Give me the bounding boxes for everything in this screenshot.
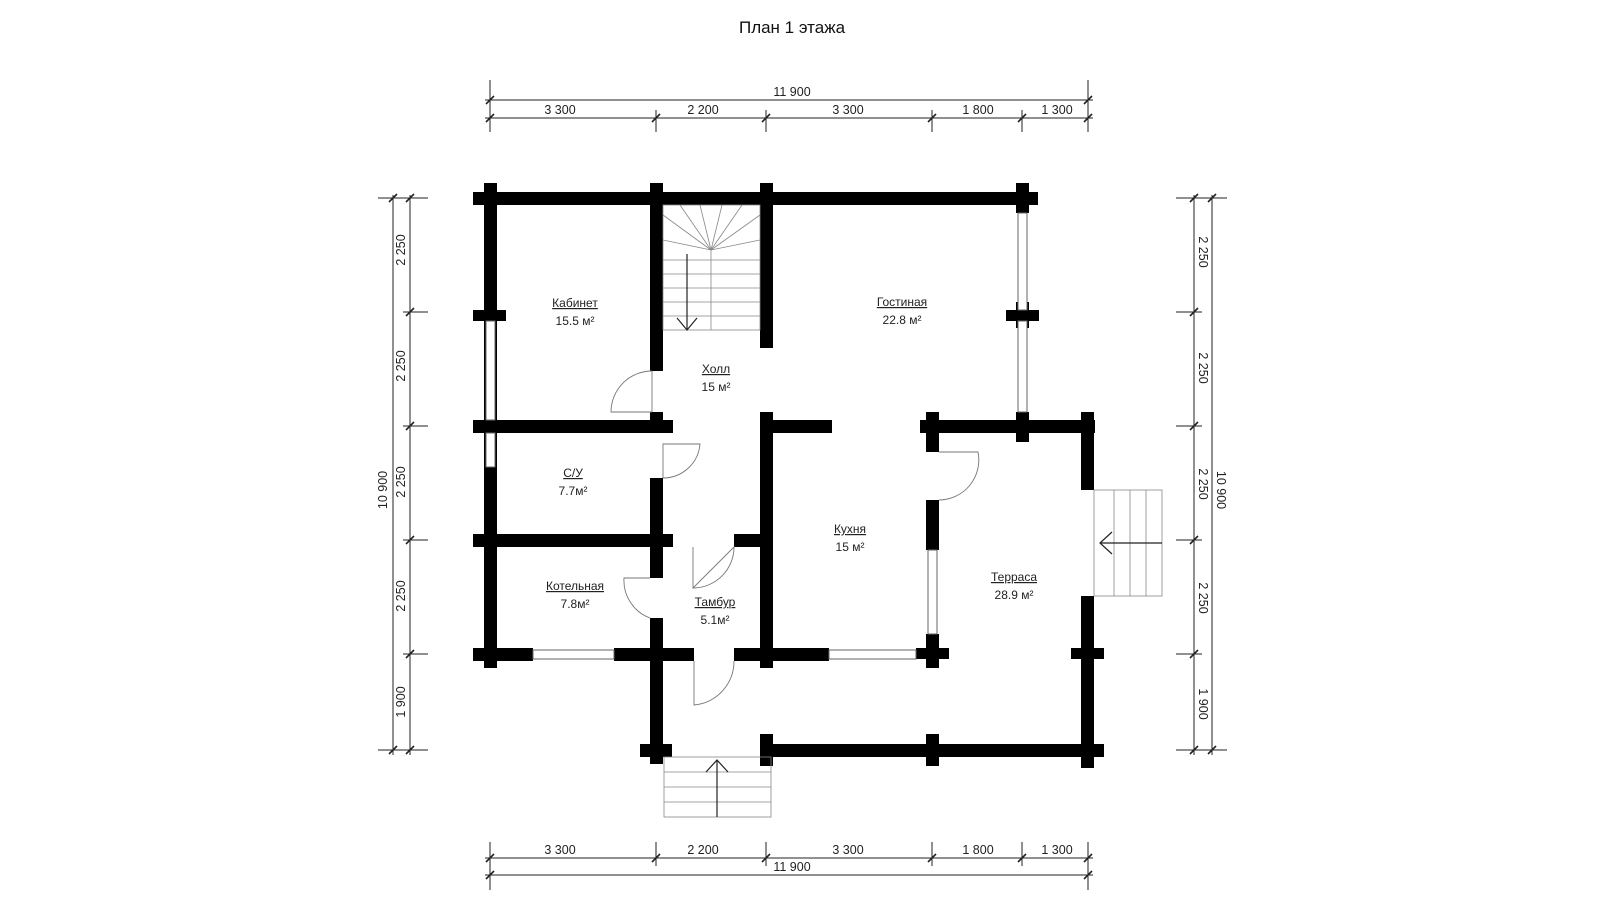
room-holl-name: Холл [702, 362, 730, 376]
room-holl: Холл 15 м² [702, 362, 731, 394]
right-dimension-3: 2 250 [1196, 468, 1210, 499]
room-tambur-area: 5.1м² [701, 613, 730, 627]
room-kuhnya-area: 15 м² [836, 540, 865, 554]
room-su: С/У 7.7м² [559, 466, 588, 498]
doors [610, 370, 980, 706]
left-dimensions [378, 193, 428, 755]
room-kotelnaya-name: Котельная [546, 579, 604, 593]
top-dimensions [485, 80, 1093, 132]
terrace-steps [1093, 489, 1163, 597]
room-su-area: 7.7м² [559, 484, 588, 498]
windows [485, 212, 1028, 660]
right-dimension-5: 1 900 [1196, 688, 1210, 719]
bottom-dimension-1: 3 300 [544, 843, 575, 857]
room-kabinet-name: Кабинет [552, 296, 598, 310]
top-dimension-1: 3 300 [544, 103, 575, 117]
room-su-name: С/У [563, 466, 583, 480]
right-dimension-1: 2 250 [1196, 236, 1210, 267]
room-tambur: Тамбур 5.1м² [695, 595, 736, 627]
plan-title: План 1 этажа [739, 18, 846, 37]
left-dimension-5: 1 900 [394, 686, 408, 717]
room-gostinaya-area: 22.8 м² [883, 313, 922, 327]
right-dimensions [1176, 193, 1227, 755]
room-kotelnaya: Котельная 7.8м² [546, 579, 604, 611]
room-kuhnya-name: Кухня [834, 522, 866, 536]
room-kabinet: Кабинет 15.5 м² [552, 296, 598, 328]
top-dimension-5: 1 300 [1041, 103, 1072, 117]
room-gostinaya-name: Гостиная [877, 295, 927, 309]
bottom-dimension-5: 1 300 [1041, 843, 1072, 857]
left-dimension-2: 2 250 [394, 350, 408, 381]
room-holl-area: 15 м² [702, 380, 731, 394]
room-tambur-name: Тамбур [695, 595, 736, 609]
bottom-total-dimension: 11 900 [773, 860, 810, 874]
left-dimension-1: 2 250 [394, 234, 408, 265]
entrance-steps [663, 756, 772, 818]
right-total-dimension: 10 900 [1214, 471, 1228, 509]
room-terrasa: Терраса 28.9 м² [991, 570, 1037, 602]
room-kotelnaya-area: 7.8м² [561, 597, 590, 611]
bottom-dimension-4: 1 800 [962, 843, 993, 857]
left-total-dimension: 10 900 [376, 471, 390, 509]
top-dimension-2: 2 200 [687, 103, 718, 117]
room-kabinet-area: 15.5 м² [556, 314, 595, 328]
room-terrasa-name: Терраса [991, 570, 1037, 584]
room-gostinaya: Гостиная 22.8 м² [877, 295, 927, 327]
right-dimension-4: 2 250 [1196, 582, 1210, 613]
walls [473, 183, 1104, 768]
top-total-dimension: 11 900 [773, 85, 810, 99]
right-dimension-2: 2 250 [1196, 352, 1210, 383]
bottom-dimension-3: 3 300 [832, 843, 863, 857]
bottom-dimension-2: 2 200 [687, 843, 718, 857]
left-dimension-3: 2 250 [394, 466, 408, 497]
bottom-dimensions [485, 842, 1093, 890]
left-dimension-4: 2 250 [394, 580, 408, 611]
room-terrasa-area: 28.9 м² [995, 588, 1034, 602]
staircase-upper [662, 204, 761, 331]
top-dimension-3: 3 300 [832, 103, 863, 117]
top-dimension-4: 1 800 [962, 103, 993, 117]
room-kuhnya: Кухня 15 м² [834, 522, 866, 554]
